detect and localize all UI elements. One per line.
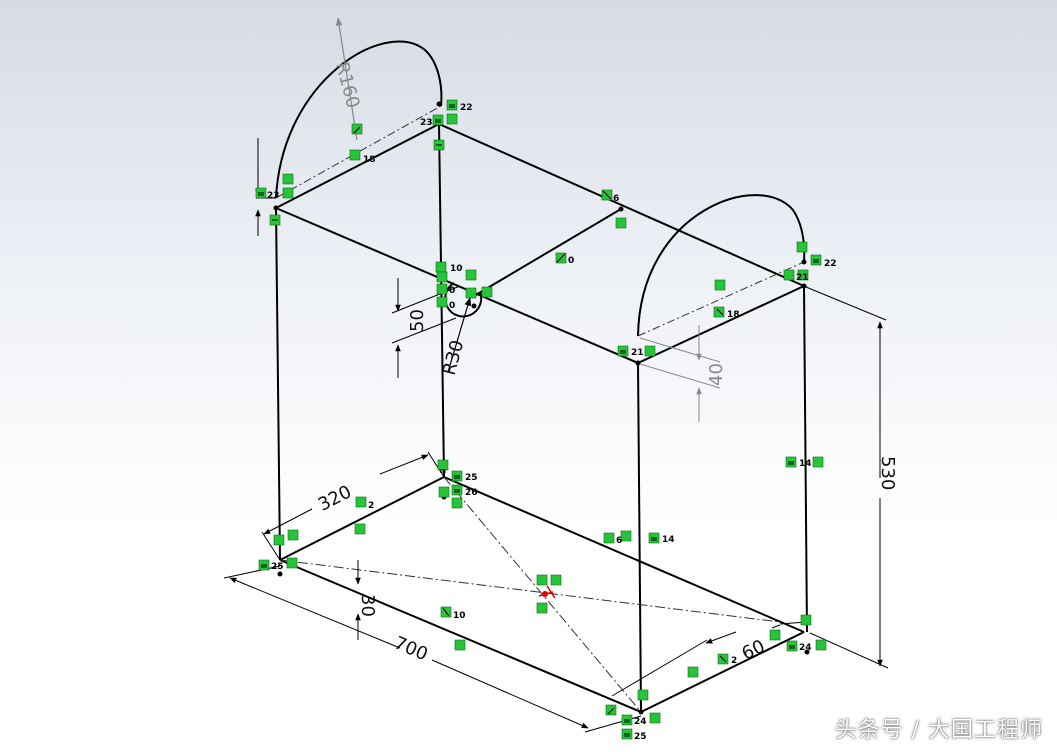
dim-530-text: 530 [877,456,898,490]
rel-num: 6 [616,536,622,546]
dim-530[interactable]: 530 [805,286,898,669]
dim-40-text: 40 [706,363,727,386]
rel-num: 23 [420,118,433,128]
rel-num: 24 [799,643,812,653]
top-frame[interactable] [275,123,805,364]
dim-r160-text: R160 [331,60,363,111]
rel-num: 25 [634,732,647,742]
dim-700-text: 700 [391,633,431,666]
dim-700[interactable]: 700 [223,565,642,733]
rel-num: 6 [613,194,619,204]
rel-num: 2 [731,656,737,666]
rel-num: 14 [799,459,812,469]
rel-num: 21 [796,273,809,283]
rel-num: 22 [460,103,473,113]
relation-numbers: 22 23 18 23 10 0 0 6 0 22 21 18 21 25 26… [267,103,837,742]
dim-40[interactable]: 40 [639,325,727,422]
rel-num: 24 [634,717,647,727]
sketch-points [273,101,810,715]
dim-320[interactable]: 320 [261,451,445,561]
rel-num: 23 [267,191,280,201]
rel-num: 10 [450,264,463,274]
rel-num: 21 [631,348,644,358]
rel-num: 18 [363,155,376,165]
rel-num: 18 [727,310,740,320]
dim-50-text: 50 [407,309,428,332]
base-frame[interactable] [279,476,805,713]
cross-beam[interactable] [444,208,622,318]
watermark: 头条号 / 大国工程师 [834,718,1043,743]
dim-320-text: 320 [315,481,355,515]
vertical-posts[interactable] [275,123,808,713]
base-diagonals [279,476,781,713]
rel-num: 25 [271,562,284,572]
dim-30[interactable]: 30 [355,560,378,640]
rel-num: 0 [568,256,574,266]
dim-r160[interactable]: R160 [331,17,363,141]
rel-num: 0 [449,286,455,296]
rel-num: 22 [824,259,837,269]
dim-60-text: 60 [739,636,769,665]
dim-50[interactable]: 50 [391,278,461,378]
relation-marker-glyphs [258,104,819,737]
rel-num: 25 [465,473,478,483]
dim-30-text: 30 [357,594,378,617]
dim-r30-text: R30 [439,338,468,378]
rel-num: 2 [368,501,374,511]
rel-num: 10 [453,611,466,621]
arch-construction-lines [275,105,805,337]
rel-num: 26 [465,488,478,498]
origin-icon [538,585,556,599]
rel-num: 14 [662,535,675,545]
arches[interactable] [275,40,806,337]
rel-num: 0 [449,301,455,311]
